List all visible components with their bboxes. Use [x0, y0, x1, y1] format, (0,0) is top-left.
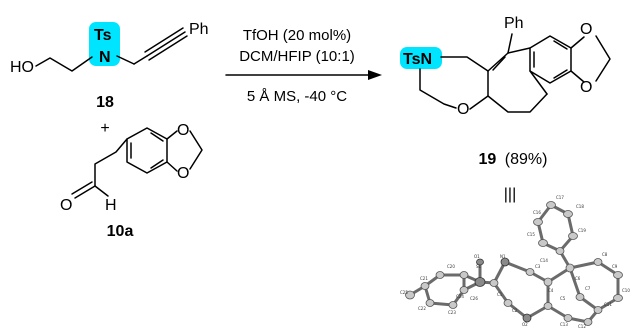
hydroxyethyl-chain	[35, 56, 93, 72]
oxazepane-bond	[419, 68, 457, 109]
reaction-arrow-head	[368, 70, 382, 80]
product-phenyl-label: Ph	[504, 15, 524, 32]
ortep-atom-label: C5	[560, 296, 566, 301]
n-ch2-bond	[440, 56, 489, 72]
o-bond	[166, 161, 178, 172]
alkene-bond	[487, 52, 509, 72]
compound-number-10a: 10a	[107, 223, 134, 240]
o-bond	[570, 70, 585, 83]
ortep-atom-label: C3	[535, 264, 541, 269]
ortep-atom-label: C20	[447, 264, 455, 269]
ts-highlight	[89, 22, 120, 66]
product-benzene-ring	[529, 35, 572, 84]
plus-sign: +	[100, 120, 109, 137]
ortep-atom-label: S1	[476, 264, 482, 269]
alkyne-bond	[144, 27, 184, 53]
aldehyde-h-bond	[94, 185, 109, 197]
ortep-atom-label: C22	[418, 306, 426, 311]
ortep-atom-label: C25	[400, 290, 408, 295]
aldehyde-carbonyl-bond	[71, 181, 93, 195]
ortep-atom-label: C16	[533, 210, 541, 215]
o-bond	[570, 36, 585, 49]
ortep-atoms	[405, 201, 623, 326]
ortep-bonds	[408, 203, 620, 324]
product-19-structure: TsN O Ph O O	[400, 15, 611, 118]
cycloheptene-bond	[529, 70, 548, 95]
ortep-atom-label: C7	[585, 286, 591, 291]
aldehyde-h-label: H	[105, 197, 117, 214]
alkyne-bond	[146, 31, 186, 57]
n-ch2-bond	[116, 55, 135, 65]
carbonyl-oxygen-label: O	[60, 197, 72, 214]
reactant-18-structure: HO Ts N Ph	[10, 21, 209, 76]
ortep-atom-label: C4	[548, 288, 554, 293]
ortep-atom-label: C2	[512, 308, 518, 313]
ortep-atom-label: C11	[604, 302, 612, 307]
ortep-atom-label: C18	[576, 204, 584, 209]
ortep-atom-label: C8	[602, 252, 608, 257]
ortep-atom-label: C9	[612, 264, 618, 269]
ortep-atom-label: C6	[575, 276, 581, 281]
ts-label: Ts	[94, 27, 112, 44]
ortep-atom-label: C12	[578, 324, 586, 329]
condition-catalyst: TfOH (20 mol%)	[243, 27, 351, 44]
reactant-10a-structure: O H O O	[60, 122, 203, 214]
aldehyde-carbonyl-bond	[74, 185, 96, 199]
ch2-alkyne-bond	[133, 55, 148, 65]
ring-oxygen-label: O	[457, 101, 469, 118]
nitrogen-label: N	[99, 49, 111, 66]
product-dioxole-oxygen-top: O	[580, 21, 592, 38]
o-bond	[166, 130, 178, 140]
cycloheptene-bond	[507, 47, 531, 54]
compound-number-19: 19	[479, 151, 497, 168]
product-yield: (89%)	[505, 151, 548, 168]
product-dioxole-oxygen-bottom: O	[580, 79, 592, 96]
dioxole-oxygen-top: O	[177, 122, 189, 139]
benzene-ring	[126, 127, 168, 174]
compound-19-caption: 19 (89%)	[479, 151, 548, 168]
alkyne-bond	[148, 35, 188, 61]
equivalence-symbol: |||	[504, 186, 516, 203]
ortep-atom-label: O1	[474, 254, 480, 259]
methylenedioxy-bridge	[595, 35, 611, 82]
ortep-atom-label: C17	[556, 195, 564, 200]
ortep-atom-label: C1	[497, 292, 503, 297]
ortep-atom-label: C10	[622, 288, 630, 293]
aromatic-bond	[150, 159, 164, 169]
cycloheptene-bond	[487, 93, 548, 113]
ortep-atom-label: O2	[522, 322, 528, 327]
ortep-atom-label: C24	[456, 294, 464, 299]
ortep-atom-label: C14	[540, 258, 548, 263]
hydroxyl-label: HO	[10, 59, 34, 76]
ortep-atom-label: C19	[578, 228, 586, 233]
alkene-bond	[492, 56, 506, 71]
aromatic-bond	[553, 40, 568, 50]
condition-additives: 5 Å MS, -40 °C	[247, 88, 347, 105]
ortep-atom-label: C26	[470, 296, 478, 301]
phenyl-bond	[507, 33, 513, 54]
ortep-atom-label: C15	[527, 232, 535, 237]
ortep-atom-label: C23	[448, 310, 456, 315]
tsn-label: TsN	[403, 51, 432, 68]
aromatic-bond	[150, 132, 164, 142]
methylenedioxy-bridge	[189, 130, 203, 170]
ortep-atom-label: N1	[500, 254, 506, 259]
condition-solvent: DCM/HFIP (10:1)	[239, 48, 355, 65]
dioxole-oxygen-bottom: O	[177, 165, 189, 182]
tsn-highlight	[400, 47, 442, 69]
ortep-atom-label: C21	[420, 276, 428, 281]
compound-number-18: 18	[96, 94, 114, 111]
oxazepane-bond	[469, 70, 489, 110]
ortep-atom-label: C13	[560, 322, 568, 327]
phenyl-label: Ph	[189, 21, 209, 38]
propanal-chain	[94, 138, 128, 187]
aromatic-bond	[553, 69, 568, 79]
